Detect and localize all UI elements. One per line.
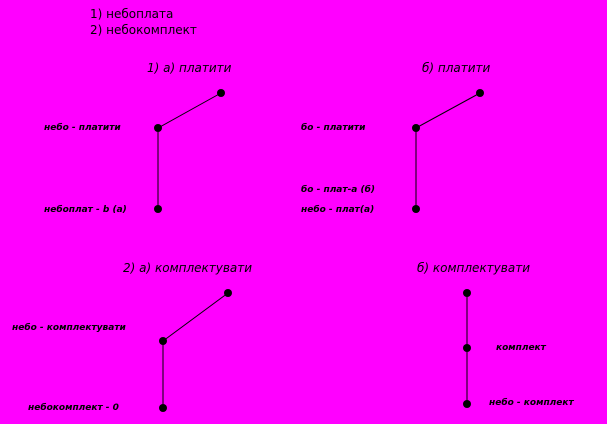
node-label: небо - комплектувати [12, 323, 126, 333]
tree-edge [162, 292, 229, 342]
tree-node [159, 337, 167, 345]
tree-node [412, 124, 420, 132]
node-label: комплект [496, 343, 546, 353]
tree-node [159, 404, 167, 412]
node-label: бо - плат-а (б) [301, 185, 376, 195]
tree-node [463, 400, 471, 408]
tree-node [154, 124, 162, 132]
tree-node [463, 344, 471, 352]
tree-node [224, 289, 232, 297]
list-item: 2) небокомплект [90, 23, 197, 37]
node-label: небо - плат(а) [301, 205, 375, 215]
diagram-1a-title: 1) а) платити [147, 61, 232, 75]
node-label: небоплат - b (а) [44, 205, 127, 215]
tree-edge [157, 92, 222, 129]
node-label: бо - платити [301, 123, 366, 133]
diagram-2b-title: б) комплектувати [417, 261, 530, 275]
node-label: небо - платити [44, 123, 121, 133]
tree-node [154, 205, 162, 213]
tree-edge [415, 92, 481, 129]
tree-node [476, 89, 484, 97]
diagram-1b-title: б) платити [422, 61, 491, 75]
tree-node [217, 89, 225, 97]
tree-node [412, 205, 420, 213]
diagram-2a-title: 2) а) комплектувати [123, 261, 253, 275]
tree-node [463, 289, 471, 297]
list-item: 1) небоплата [90, 7, 174, 21]
node-label: небокомплект - 0 [28, 403, 119, 413]
node-label: небо - комплект [489, 398, 574, 408]
word-list: 1) небоплата 2) небокомплект [90, 6, 197, 38]
